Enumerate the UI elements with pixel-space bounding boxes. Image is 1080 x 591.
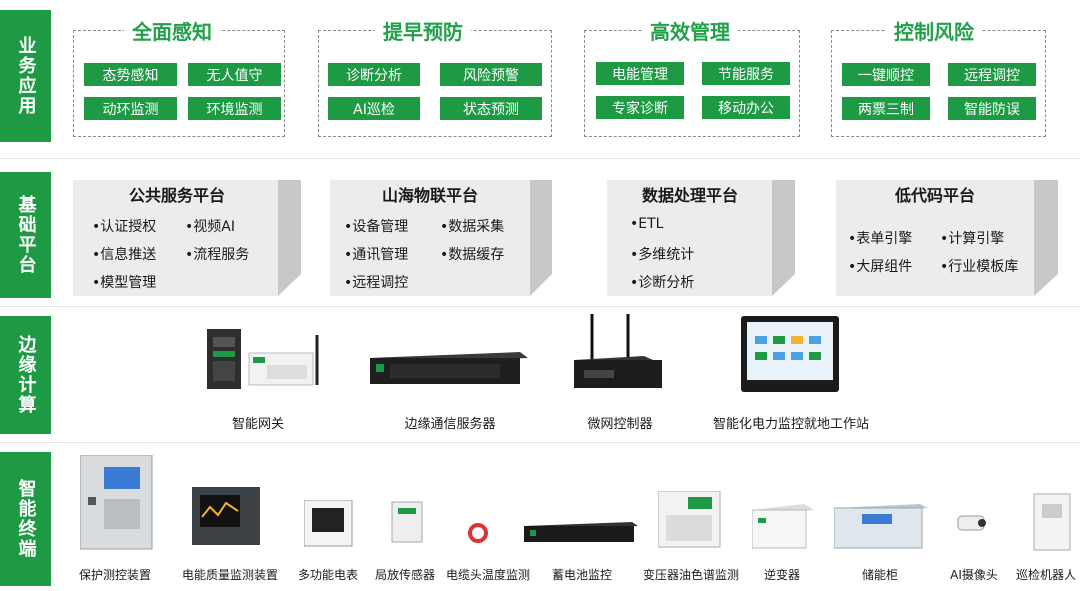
terminal-device-label: 局放传感器 [374,568,436,582]
terminal-device-label: 多功能电表 [297,568,359,582]
platform-title: 数据处理平台 [641,186,739,205]
separator [0,306,1080,307]
platform-data-processing [607,180,797,296]
edge-device-label: 微网控制器 [587,417,653,432]
battery-monitor-image [524,522,638,542]
platform-item: •ETL [630,216,664,232]
edge-device-label: 智能网关 [231,417,285,432]
separator [0,442,1080,443]
transformer-oil-monitor-image [658,491,721,548]
edge-device-label: 智能化电力监控就地工作站 [712,417,870,432]
gateway-device-image [207,329,319,389]
business-item[interactable]: 状态预测 [440,97,542,120]
separator [0,158,1080,159]
business-item[interactable]: AI巡检 [328,97,420,120]
edge-device-label: 边缘通信服务器 [404,417,496,432]
business-item[interactable]: 诊断分析 [328,63,420,86]
platform-item: •流程服务 [185,247,250,263]
terminal-device-label: 巡检机器人 [1015,568,1077,582]
platform-box [607,180,795,296]
terminal-device-label: 储能柜 [861,568,899,582]
platform-item: •表单引擎 [848,231,913,247]
layer-label-platform: 基础平台 [0,172,51,298]
business-item[interactable]: 一键顺控 [842,63,930,86]
platform-item: •数据缓存 [440,247,505,263]
business-item[interactable]: 移动办公 [702,96,790,119]
inverter-image [752,504,814,549]
business-item[interactable]: 电能管理 [596,62,684,85]
terminal-device-label: 电缆头温度监测 [445,568,531,582]
business-group-title: 全面感知 [124,16,220,45]
terminal-device-label: AI摄像头 [950,568,998,582]
inspection-robot-image [1033,493,1071,551]
business-item[interactable]: 专家诊断 [596,96,684,119]
workstation-image [741,316,839,392]
multifunction-meter-image [304,500,353,547]
platform-box [73,180,301,296]
platform-title: 公共服务平台 [128,186,226,205]
power-quality-device-image [192,487,260,545]
business-item[interactable]: 态势感知 [84,63,177,86]
business-item[interactable]: 两票三制 [842,97,930,120]
platform-public-service [73,180,303,296]
terminal-device-label: 保护测控装置 [78,568,152,582]
platform-title: 低代码平台 [894,186,976,205]
business-item[interactable]: 节能服务 [702,62,790,85]
business-item[interactable]: 无人值守 [188,63,281,86]
platform-item: •通讯管理 [344,247,409,263]
business-item[interactable]: 风险预警 [440,63,542,86]
platform-item: •大屏组件 [848,259,913,275]
platform-shanhai-iot [330,180,560,296]
business-item[interactable]: 环境监测 [188,97,281,120]
terminal-device-label: 蓄电池监控 [551,568,613,582]
terminal-device-label: 电能质量监测装置 [181,568,279,582]
pd-sensor-image [391,501,423,543]
platform-item: •行业模板库 [940,259,1019,275]
microgrid-controller-image [574,314,662,388]
business-item[interactable]: 智能防误 [948,97,1036,120]
energy-storage-cabinet-image [834,504,928,549]
cable-temperature-sensor-image [468,523,488,543]
business-item[interactable]: 动环监测 [84,97,177,120]
layer-label-business: 业务应用 [0,10,51,142]
platform-item: •诊断分析 [630,275,695,291]
business-group-title: 高效管理 [642,16,738,45]
protection-device-image [80,455,153,550]
platform-title: 山海物联平台 [381,186,479,205]
platform-item: •计算引擎 [940,231,1005,247]
ai-camera-image [957,515,986,531]
platform-item: •多维统计 [630,247,695,263]
platform-box [330,180,552,296]
platform-item: •设备管理 [344,219,409,235]
platform-low-code [836,180,1062,296]
platform-item: •数据采集 [440,219,505,235]
terminal-device-label: 逆变器 [763,568,801,582]
platform-item: •模型管理 [92,275,157,291]
platform-item: •信息推送 [92,247,157,263]
terminal-device-label: 变压器油色谱监测 [642,568,740,582]
edge-server-image [370,352,528,384]
layer-label-edge: 边缘计算 [0,316,51,434]
layer-label-terminal: 智能终端 [0,452,51,586]
platform-item: •视频AI [185,219,235,235]
business-group-title: 提早预防 [375,16,471,45]
business-item[interactable]: 远程调控 [948,63,1036,86]
business-group-title: 控制风险 [886,16,982,45]
platform-box [836,180,1058,296]
platform-item: •认证授权 [92,219,157,235]
platform-item: •远程调控 [344,275,409,291]
